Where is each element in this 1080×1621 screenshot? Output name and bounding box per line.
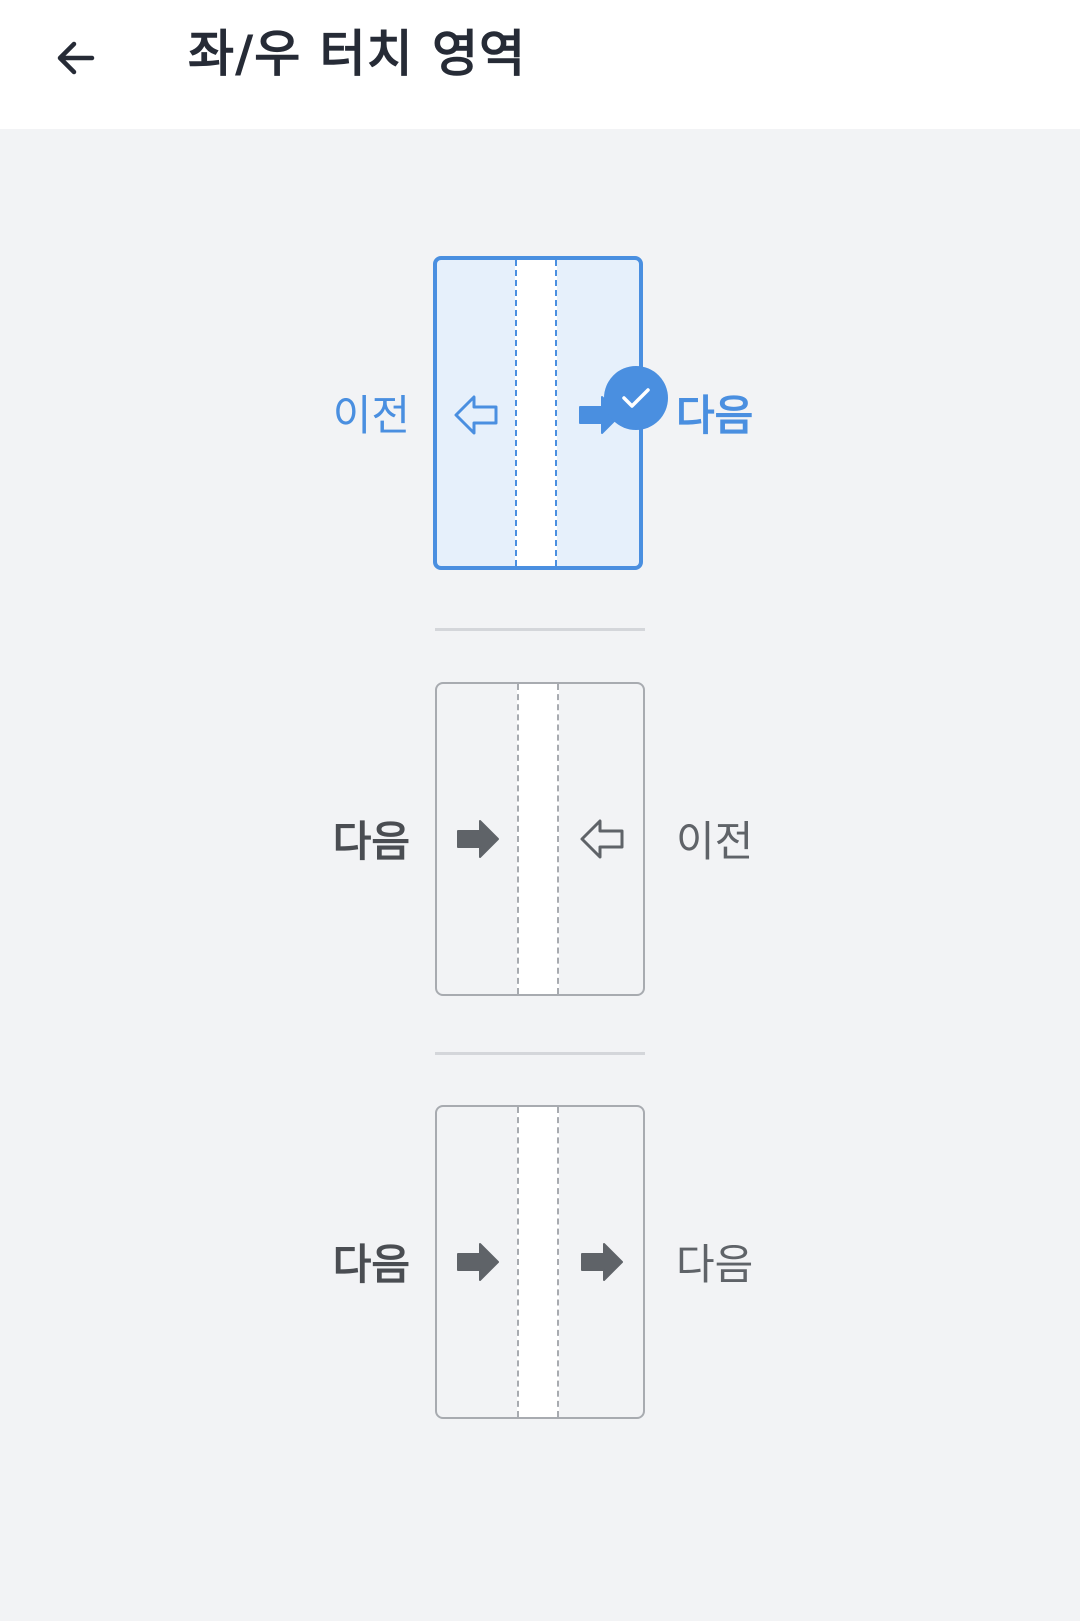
center-zone [517, 1107, 559, 1417]
check-icon [622, 388, 650, 408]
outline-left-arrow-icon [580, 819, 624, 859]
right-zone-label: 이전 [676, 817, 754, 866]
back-button[interactable] [40, 22, 112, 94]
arrow-left-icon [57, 41, 95, 75]
option-divider [435, 1052, 645, 1055]
center-zone [515, 260, 557, 566]
left-zone-label: 다음 [332, 1240, 410, 1289]
outline-left-arrow-icon [454, 395, 498, 435]
touch-option-next-next[interactable]: 다음 다음 [0, 1105, 1080, 1425]
touch-layout-card[interactable] [435, 1105, 645, 1419]
filled-right-arrow-icon [457, 820, 499, 858]
touch-layout-card[interactable] [435, 682, 645, 996]
selected-check-badge [604, 366, 668, 430]
app-header: 좌/우 터치 영역 [0, 0, 1080, 129]
filled-right-arrow-icon [457, 1243, 499, 1281]
left-zone-label: 다음 [332, 817, 410, 866]
page-title: 좌/우 터치 영역 [188, 25, 527, 83]
option-divider [435, 628, 645, 631]
filled-right-arrow-icon [581, 1243, 623, 1281]
center-zone [517, 684, 559, 994]
touch-option-prev-next[interactable]: 이전 다음 [0, 256, 1080, 576]
right-zone-label: 다음 [676, 1240, 754, 1289]
left-zone-label: 이전 [332, 391, 410, 440]
right-zone-label: 다음 [676, 391, 754, 440]
touch-area-options: 이전 다음 다음 이전 [0, 129, 1080, 1621]
touch-option-next-prev[interactable]: 다음 이전 [0, 682, 1080, 1002]
